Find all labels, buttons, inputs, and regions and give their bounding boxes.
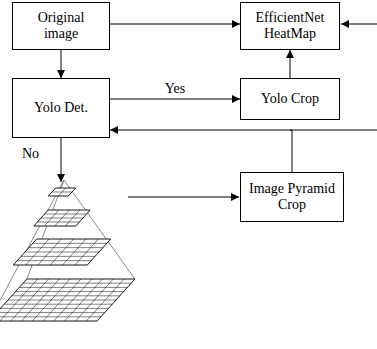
grid-line <box>4 304 112 305</box>
grid-line <box>0 312 105 313</box>
grid-line <box>0 308 108 309</box>
image-pyramid <box>0 180 135 321</box>
grid-line <box>52 192 72 193</box>
incoming-line <box>341 24 377 25</box>
box-label: Original image <box>25 10 97 42</box>
connector-arrow <box>110 99 240 100</box>
grid-line <box>25 252 99 253</box>
branch-label: No <box>20 146 41 161</box>
grid-line <box>65 279 103 321</box>
process-box: Yolo Det. <box>12 78 110 138</box>
edge-label: Yes <box>163 81 187 96</box>
connector-arrow <box>290 50 291 78</box>
process-box: EfficientNet HeatMap <box>240 2 340 50</box>
pyramid-level <box>13 239 110 265</box>
box-label: EfficientNet HeatMap <box>253 10 327 42</box>
connector-arrow <box>110 24 240 25</box>
pyramid-level <box>34 210 90 226</box>
grid-line <box>21 256 95 257</box>
grid-line <box>76 279 114 321</box>
grid-line <box>54 279 92 321</box>
grid-line <box>75 239 98 265</box>
grid-line <box>63 239 86 265</box>
pyramid-level <box>0 279 135 321</box>
grid-line <box>41 218 83 219</box>
pyramid-arrow <box>128 197 239 198</box>
grid-line <box>8 300 116 301</box>
grid-line <box>0 316 101 317</box>
grid-line <box>86 279 124 321</box>
no-arrow <box>61 138 62 182</box>
grid-line <box>37 222 79 223</box>
process-box: Image Pyramid Crop <box>240 172 344 222</box>
pyramid-level <box>48 188 75 196</box>
box-label: Image Pyramid Crop <box>247 181 337 213</box>
box-label: Yolo Det. <box>34 100 88 116</box>
process-box: Yolo Crop <box>240 78 340 120</box>
grid-line <box>17 260 91 261</box>
incoming-line <box>290 130 377 131</box>
connector-arrow <box>110 130 292 172</box>
process-box: Original image <box>12 2 110 50</box>
connector-arrow <box>61 50 62 78</box>
grid-line <box>65 210 79 226</box>
box-label: Yolo Crop <box>261 91 319 107</box>
